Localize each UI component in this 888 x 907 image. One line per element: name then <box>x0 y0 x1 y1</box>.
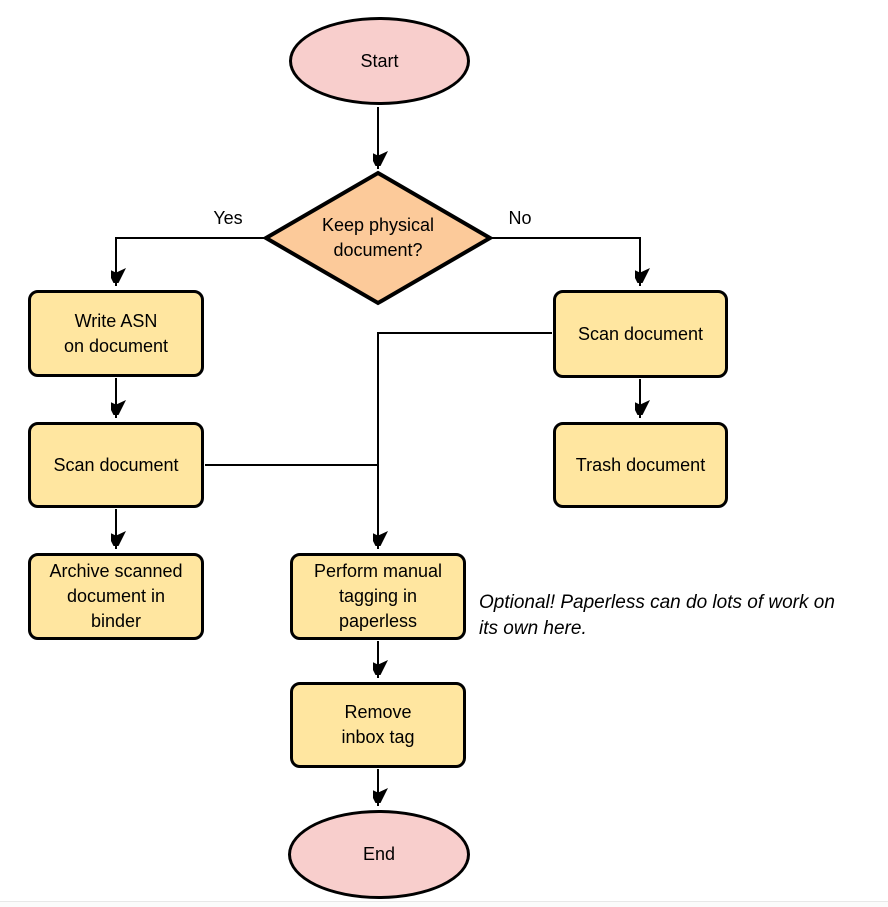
edge-label-no: No <box>508 208 532 228</box>
start-node: Start <box>289 17 470 105</box>
remove-inbox-tag-node: Remove inbox tag <box>290 682 466 768</box>
scan-document-left-node: Scan document <box>28 422 204 508</box>
decision-node: Keep physical document? <box>286 210 470 266</box>
archive-label: Archive scanned document in binder <box>49 561 183 631</box>
write-asn-label: Write ASN on document <box>63 310 169 356</box>
manual-tagging-node: Perform manual tagging in paperless <box>290 553 466 640</box>
archive-node: Archive scanned document in binder <box>28 553 204 640</box>
manual-tagging-label: Perform manual tagging in paperless <box>313 561 443 631</box>
edge-decision-no-to-scan-right <box>491 237 640 286</box>
trash-document-node: Trash document <box>553 422 728 508</box>
end-label: End <box>362 844 396 864</box>
decision-diamond-shape <box>262 170 494 306</box>
end-node: End <box>288 810 470 899</box>
bottom-divider <box>0 901 888 907</box>
trash-document-label: Trash document <box>575 454 706 475</box>
scan-document-right-label: Scan document <box>577 323 704 344</box>
remove-inbox-tag-label: Remove inbox tag <box>341 702 415 747</box>
edge-scan-right-to-tagging <box>378 332 552 549</box>
optional-annotation: Optional! Paperless can do lots of work … <box>479 592 835 639</box>
scan-document-right-node: Scan document <box>553 290 728 378</box>
write-asn-node: Write ASN on document <box>28 290 204 377</box>
edge-decision-yes-to-write-asn <box>116 237 265 286</box>
start-label: Start <box>360 50 399 71</box>
edge-label-yes: Yes <box>213 208 243 228</box>
decision-label: Keep physical document? <box>321 215 435 260</box>
scan-document-left-label: Scan document <box>53 454 179 475</box>
